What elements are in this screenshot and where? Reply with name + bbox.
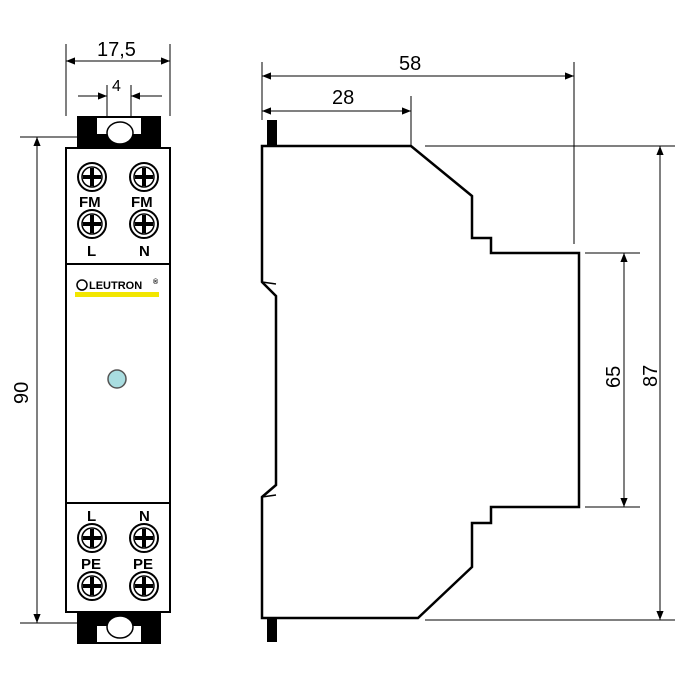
screw-terminal — [129, 162, 159, 192]
brand-logo: LEUTRON ® — [75, 278, 159, 297]
dimension-label-28: 28 — [332, 87, 354, 109]
dimension-label-90: 90 — [11, 382, 33, 404]
dimension-label-17-5: 17,5 — [97, 39, 136, 61]
dimension-label-58: 58 — [399, 53, 421, 75]
brand-logo-mark: ® — [153, 278, 159, 286]
side-clip-bottom — [267, 616, 277, 642]
screw-terminal — [129, 209, 159, 239]
terminal-label-l-bottom: L — [87, 508, 96, 525]
device-body-side — [260, 144, 581, 620]
dimension-height-90: 90 — [11, 136, 77, 624]
top-din-clip — [77, 116, 161, 148]
dimension-label-65: 65 — [603, 366, 625, 388]
screw-terminal — [77, 162, 107, 192]
bottom-din-clip — [77, 612, 161, 644]
dimension-label-87: 87 — [640, 365, 662, 387]
terminal-label-n-top: N — [139, 243, 150, 260]
side-view — [260, 120, 581, 642]
dimension-height-87: 87 — [425, 145, 675, 621]
dimension-width-17-5: 17,5 — [65, 39, 171, 116]
dimension-rail-4: 4 — [78, 78, 162, 116]
screw-terminal — [77, 523, 107, 553]
terminal-label-fm-left: FM — [79, 194, 101, 211]
front-view: FM FM L N LEUTRON ® L N — [65, 116, 171, 644]
brand-logo-text: LEUTRON — [89, 280, 142, 292]
terminal-label-pe-left: PE — [81, 556, 101, 573]
indicator-led — [107, 369, 127, 389]
screw-terminal — [77, 209, 107, 239]
dimension-inner-65: 65 — [585, 252, 640, 508]
terminal-label-pe-right: PE — [133, 556, 153, 573]
brand-stripe — [75, 292, 159, 297]
terminal-label-l-top: L — [87, 243, 96, 260]
terminal-label-n-bottom: N — [139, 508, 150, 525]
screw-terminal — [77, 571, 107, 601]
dimension-depth-58: 58 — [261, 53, 575, 244]
dimension-label-4: 4 — [112, 78, 121, 95]
screw-terminal — [129, 571, 159, 601]
side-clip-top — [267, 120, 277, 146]
terminal-label-fm-right: FM — [131, 194, 153, 211]
screw-terminal — [129, 523, 159, 553]
dimension-step-28: 28 — [262, 87, 412, 146]
